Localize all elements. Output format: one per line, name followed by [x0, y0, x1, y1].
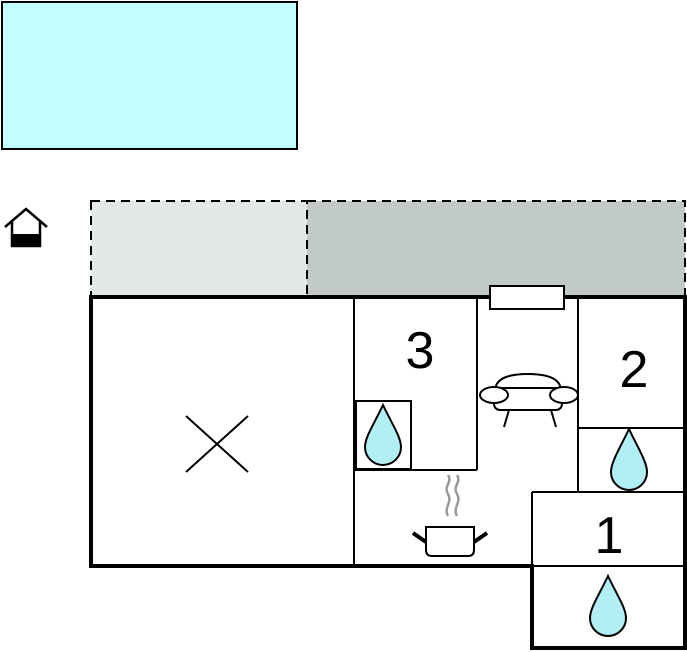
room-label-3: 3	[406, 322, 435, 380]
sofa-icon	[479, 372, 579, 428]
kitchen-pot-icon	[411, 526, 489, 557]
water-drop-icon	[609, 426, 649, 491]
room-label-2: 2	[620, 341, 649, 399]
covered-terrace-area	[306, 200, 686, 298]
house-entrance-icon	[4, 207, 48, 248]
water-drop-icon	[588, 573, 628, 637]
pool	[1, 1, 298, 150]
outer-wall	[89, 295, 687, 650]
room-label-1: 1	[595, 507, 624, 565]
steam-icon	[445, 474, 460, 517]
unfinished-room-cross-icon	[185, 415, 249, 473]
water-drop-icon	[363, 402, 403, 466]
terrace-area	[90, 200, 308, 298]
window-icon	[489, 285, 565, 310]
interior-walls	[353, 297, 685, 567]
